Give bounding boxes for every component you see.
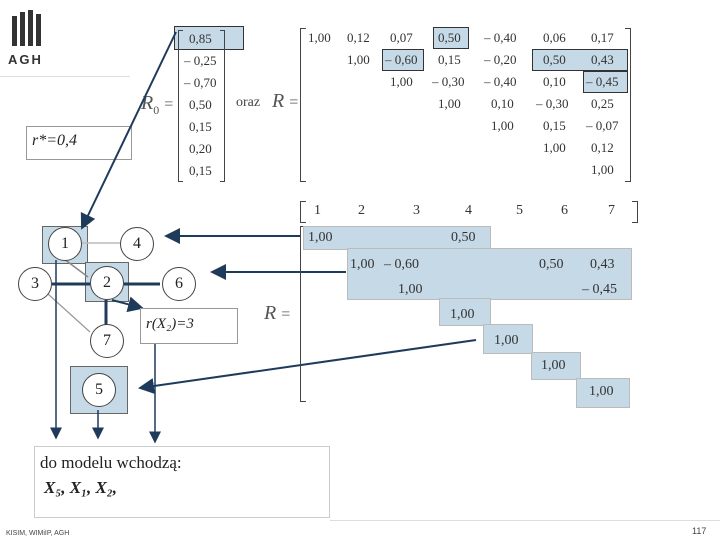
r-matrix-cell: – 0,60	[385, 52, 418, 67]
header-divider	[0, 76, 130, 77]
r-bottom-cell: 0,43	[590, 257, 615, 272]
result-box	[34, 446, 330, 518]
r-matrix-highlight	[532, 49, 628, 71]
r-bottom-diag-5	[483, 324, 533, 354]
r-bottom-cell: 1,00	[494, 333, 519, 348]
agh-logo: AGH	[8, 8, 48, 68]
graph-node-2: 2	[90, 266, 124, 300]
r0-value: – 0,25	[184, 53, 217, 68]
r-bottom-cell: – 0,45	[582, 282, 617, 297]
graph-node-4: 4	[120, 227, 154, 261]
r-matrix-cell: – 0,30	[536, 96, 569, 111]
r-bottom-cell: 1,00	[308, 230, 333, 245]
r-matrix-cell: 0,43	[591, 52, 614, 67]
r-bottom-diag-6	[531, 352, 581, 380]
r0-value: – 0,70	[184, 75, 217, 90]
r-bottom-cell: 1,00	[450, 307, 475, 322]
r-matrix-cell: – 0,20	[484, 52, 517, 67]
r-matrix-cell: 0,25	[591, 96, 614, 111]
r-bottom-bracket-left	[300, 226, 306, 402]
r-matrix-cell: – 0,40	[484, 30, 517, 45]
r-x2-label: r(X₂)=3	[146, 316, 194, 332]
r-matrix-cell: 0,07	[390, 30, 413, 45]
r-matrix-cell: 0,06	[543, 30, 566, 45]
r-matrix-cell: 0,15	[543, 118, 566, 133]
r-bottom-header-bracket-right	[632, 201, 638, 223]
r0-bracket-right	[220, 30, 225, 182]
r-matrix-cell: 0,50	[438, 30, 461, 45]
r-bottom-cell: – 0,60	[384, 257, 419, 272]
r-bottom-header: 4	[465, 203, 472, 218]
r-matrix-cell: 1,00	[308, 30, 331, 45]
r-bottom-header: 3	[413, 203, 420, 218]
r-matrix-cell: 1,00	[390, 74, 413, 89]
r-matrix-bracket-right	[625, 28, 631, 182]
r-matrix-cell: – 0,07	[586, 118, 619, 133]
graph-node-6: 6	[162, 267, 196, 301]
r-bottom-label: R =	[264, 302, 291, 324]
r-matrix-cell: 1,00	[491, 118, 514, 133]
r-bottom-cell: 1,00	[541, 358, 566, 373]
r0-highlight	[174, 26, 244, 50]
r-matrix-cell: 0,10	[543, 74, 566, 89]
r-matrix-cell: 0,12	[347, 30, 370, 45]
r-matrix-highlight	[382, 49, 424, 71]
graph-node-7: 7	[90, 324, 124, 358]
graph-node-1: 1	[48, 227, 82, 261]
r-matrix-cell: 1,00	[347, 52, 370, 67]
oraz-text: oraz	[236, 95, 261, 110]
r0-value: 0,85	[189, 31, 212, 46]
r-bottom-header-bracket-left	[300, 201, 306, 223]
r-bottom-cell: 0,50	[539, 257, 564, 272]
r-matrix-cell: 0,50	[543, 52, 566, 67]
r-matrix-cell: – 0,45	[586, 74, 619, 89]
r-matrix-cell: – 0,30	[432, 74, 465, 89]
r-bottom-cell: 0,50	[451, 230, 476, 245]
graph-node-5: 5	[82, 373, 116, 407]
r-star-box	[26, 126, 132, 160]
r-bottom-diag-7	[576, 378, 630, 408]
graph-node-3: 3	[18, 267, 52, 301]
r-x2-box	[140, 308, 238, 344]
r0-value: 0,50	[189, 97, 212, 112]
r0-value: 0,20	[189, 141, 212, 156]
r-matrix-bracket-left	[300, 28, 306, 182]
result-line-1: do modelu wchodzą:	[40, 453, 182, 472]
r-matrix-highlight	[433, 27, 469, 49]
footer-left: KISIM, WIMiIP, AGH	[6, 530, 70, 537]
r-matrix-cell: 0,17	[591, 30, 614, 45]
page-number: 117	[692, 526, 707, 536]
logo-text: AGH	[8, 52, 43, 67]
r-bottom-header: 6	[561, 203, 568, 218]
logo-emblem	[10, 10, 44, 48]
r-matrix-cell: 0,15	[438, 52, 461, 67]
r-bottom-cell: 1,00	[350, 257, 375, 272]
r0-value: 0,15	[189, 163, 212, 178]
r-bottom-cell: 1,00	[398, 282, 423, 297]
r-bottom-header: 5	[516, 203, 523, 218]
r0-bracket-left	[178, 30, 183, 182]
r-matrix-cell: – 0,40	[484, 74, 517, 89]
r-matrix-cell: 1,00	[438, 96, 461, 111]
r-bottom-header: 7	[608, 203, 615, 218]
r-bottom-diag-4	[439, 298, 491, 326]
r-bottom-header: 2	[358, 203, 365, 218]
r-bottom-header: 1	[314, 203, 321, 218]
r-matrix-highlight	[583, 71, 628, 93]
r-bottom-cell: 1,00	[589, 384, 614, 399]
r-matrix-cell: 0,10	[491, 96, 514, 111]
r-matrix-cell: 1,00	[543, 140, 566, 155]
r-matrix-cell: 0,12	[591, 140, 614, 155]
r-matrix-cell: 1,00	[591, 162, 614, 177]
footer-divider	[330, 520, 720, 521]
r-matrix-label: R =	[272, 90, 299, 112]
r-bottom-rows-2-3	[347, 248, 632, 300]
result-line-2: X₅, X₁, X₂,	[44, 478, 118, 497]
r-star-label: r*=0,4	[32, 132, 78, 149]
r0-value: 0,15	[189, 119, 212, 134]
